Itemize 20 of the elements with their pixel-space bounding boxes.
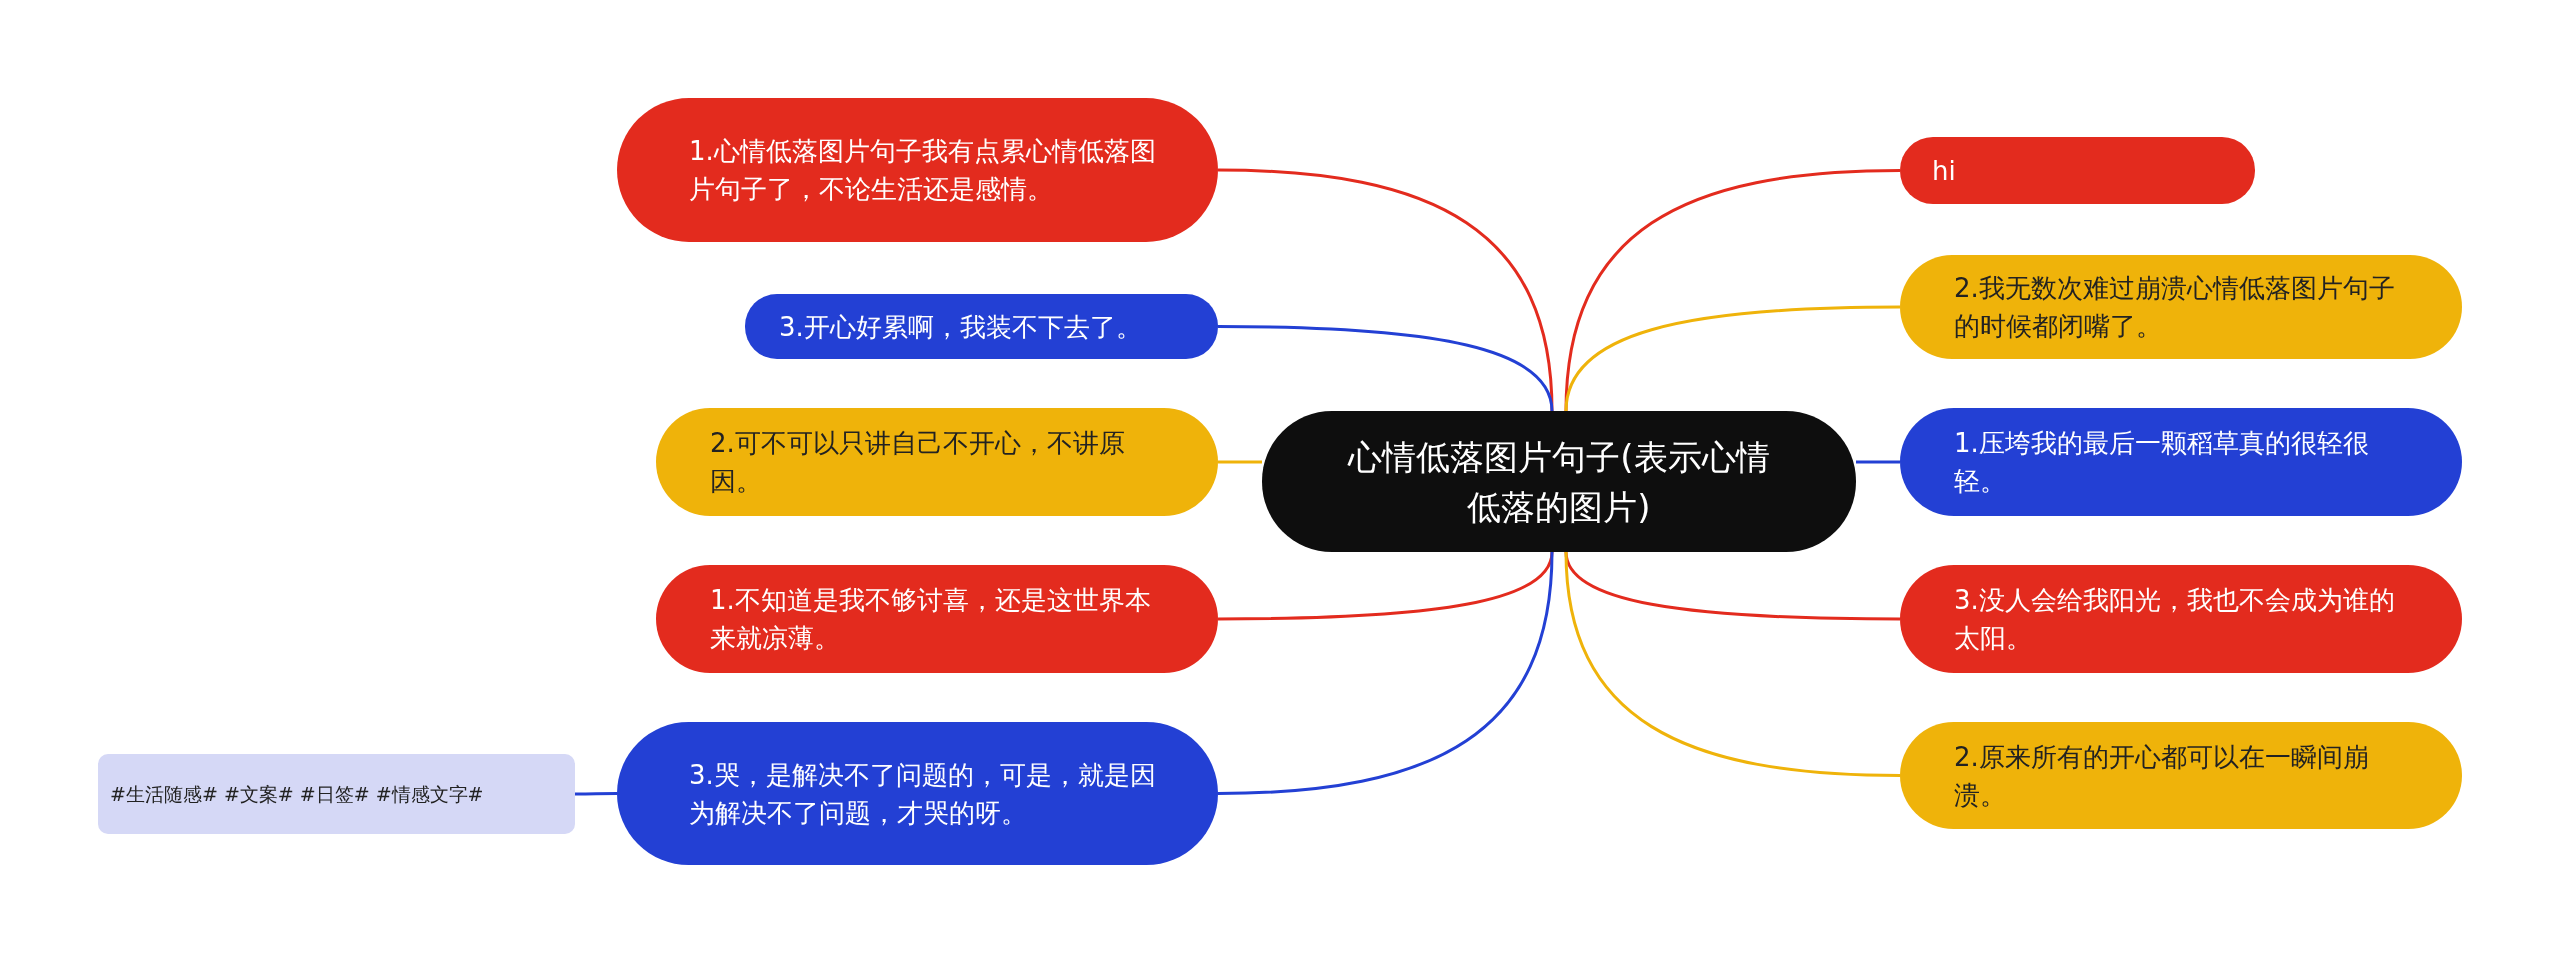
tag-box: #生活随感# #文案# #日签# #情感文字#: [98, 754, 575, 834]
topic-box: 2.我无数次难过崩溃心情低落图片句子的时候都闭嘴了。: [1900, 255, 2462, 359]
topic-box: 3.哭，是解决不了问题的，可是，就是因为解决不了问题，才哭的呀。: [617, 722, 1218, 865]
connector-line: [1564, 551, 1901, 777]
connector-line: [1217, 551, 1554, 795]
connector-line: [575, 792, 617, 796]
topic-box: 2.原来所有的开心都可以在一瞬间崩溃。: [1900, 722, 2462, 829]
topic-box: 2.可不可以只讲自己不开心，不讲原因。: [656, 408, 1218, 516]
topic-box: 1.压垮我的最后一颗稻草真的很轻很轻。: [1900, 408, 2462, 516]
connector-line: [1856, 460, 1900, 464]
connector-line: [1218, 325, 1554, 412]
topic-box: 3.开心好累啊，我装不下去了。: [745, 294, 1218, 359]
topic-box: 1.不知道是我不够讨喜，还是这世界本来就凉薄。: [656, 565, 1218, 673]
connector-line: [1218, 460, 1262, 464]
connector-line: [1564, 305, 1900, 412]
topic-box: 3.没人会给我阳光，我也不会成为谁的太阳。: [1900, 565, 2462, 673]
central-topic: 心情低落图片句子(表示心情低落的图片): [1262, 411, 1856, 552]
connector-line: [1564, 169, 1901, 412]
topic-box: 1.心情低落图片句子我有点累心情低落图片句子了，不论生活还是感情。: [617, 98, 1218, 242]
topic-box: hi: [1900, 137, 2255, 204]
